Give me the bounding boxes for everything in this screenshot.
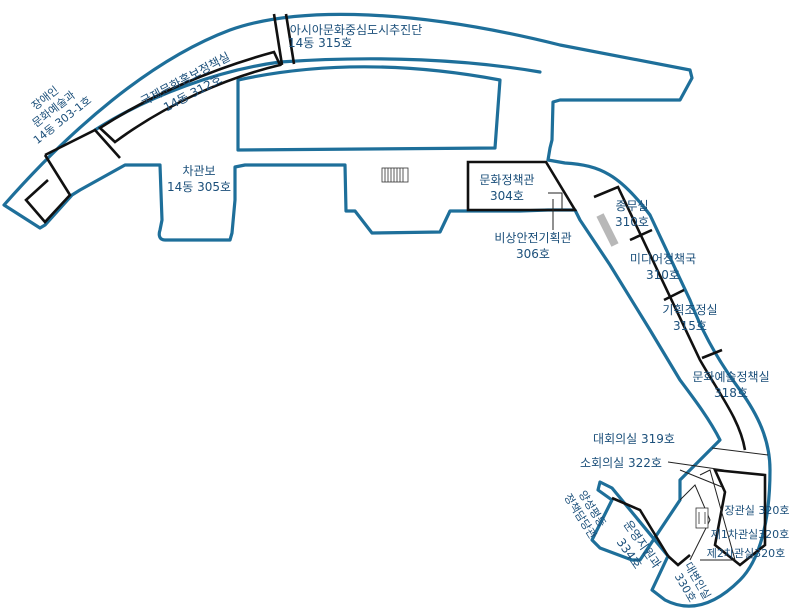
room-general-affairs-name: 종무실 [615, 199, 648, 213]
room-media-policy-name: 미디어정책국 [630, 251, 696, 266]
room-asia-center-name: 아시아문화중심도시추진단 [290, 23, 422, 37]
wall [711, 447, 769, 456]
room-emergency-name: 비상안전기획관 [494, 231, 571, 245]
room-arts-policy-number: 318호 [714, 386, 748, 400]
room-culture-policy-number: 304호 [490, 189, 524, 203]
wall [611, 496, 670, 557]
stairs-icon [596, 213, 619, 247]
room-small-conf-label: 소회의실 322호 [580, 456, 662, 470]
elevator-icon [695, 507, 709, 529]
room-vice-minister-name: 차관보 [182, 164, 215, 178]
room-media-policy-number: 310호 [646, 268, 680, 282]
room-arts-policy-name: 문화예술정책실 [692, 369, 769, 384]
east-wing-wall [593, 185, 747, 451]
minister-room-wall [712, 468, 767, 567]
pointer-line [679, 469, 723, 488]
room-planning-name: 기획조정실 [662, 303, 717, 317]
room-general-affairs-number: 310호 [615, 215, 649, 229]
room-minister-label: 장관실 320호 [725, 504, 790, 517]
room-vice1-label: 제1차관실320호 [711, 528, 790, 541]
culture-policy-room-wall [466, 160, 578, 212]
wall [667, 554, 691, 567]
wall [44, 128, 121, 159]
wall [679, 484, 711, 561]
building-outline [2, 12, 772, 608]
room-asia-center-number: 14동 315호 [288, 36, 352, 50]
room-vice2-label: 제2차관실320호 [707, 547, 786, 560]
wall [284, 13, 296, 65]
room-planning-number: 315호 [673, 319, 707, 333]
room-emergency-number: 306호 [516, 247, 550, 261]
room-large-conf-label: 대회의실 319호 [593, 432, 675, 446]
room-vice-minister-number: 14동 305호 [167, 180, 231, 194]
intl-pr-room-wall [97, 50, 282, 144]
wall [663, 288, 685, 302]
pointer-line [667, 461, 725, 471]
wall [629, 228, 653, 242]
inner-courtyard [236, 65, 502, 152]
wall [24, 154, 72, 224]
wall [272, 13, 284, 66]
room-culture-policy-name: 문화정책관 [479, 172, 534, 187]
stairs-icon [381, 167, 409, 183]
wall [701, 348, 723, 360]
wall [699, 469, 736, 561]
wall [548, 192, 563, 210]
